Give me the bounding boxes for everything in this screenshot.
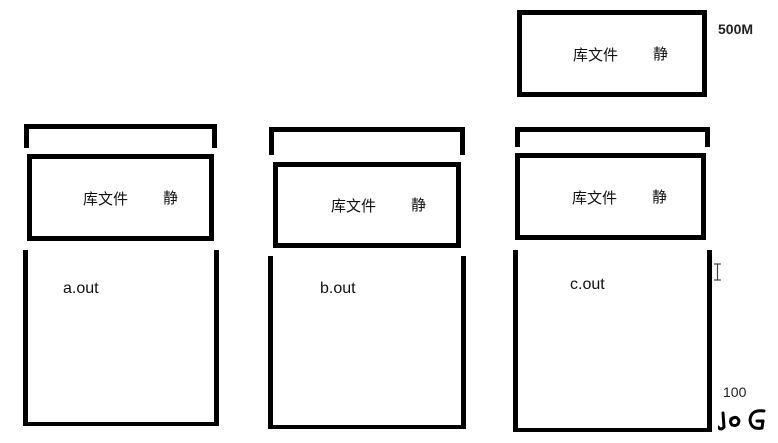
bracket-a-left xyxy=(24,124,29,148)
program-label-a: a.out xyxy=(63,280,99,297)
lib-label-c: 库文件 xyxy=(572,190,618,207)
handwritten-scribble-icon xyxy=(718,409,766,431)
bracket-b-top xyxy=(269,127,465,132)
text-cursor-icon xyxy=(714,263,721,281)
size-label-top: 500M xyxy=(718,21,754,37)
program-label-b: b.out xyxy=(320,280,356,297)
program-box-a: a.out xyxy=(23,250,219,426)
shared-lib-label: 库文件 xyxy=(573,47,619,64)
bracket-c-right xyxy=(705,127,710,147)
lib-box-c: 库文件 静 xyxy=(515,153,706,240)
bracket-a-right xyxy=(212,124,217,148)
bracket-b-right xyxy=(460,127,465,155)
lib-box-a: 库文件 静 xyxy=(27,154,214,241)
lib-box-b: 库文件 静 xyxy=(273,162,461,248)
lib-label-b: 库文件 xyxy=(331,198,377,215)
bracket-a-top xyxy=(24,124,217,129)
lib-mark-a: 静 xyxy=(163,190,179,207)
program-label-c: c.out xyxy=(570,276,605,293)
bracket-c-top xyxy=(515,127,710,132)
bracket-c-left xyxy=(515,127,520,147)
program-box-b: b.out xyxy=(268,256,466,429)
bracket-b-left xyxy=(269,127,274,155)
lib-mark-b: 静 xyxy=(411,197,427,214)
shared-lib-box: 库文件 静 xyxy=(517,10,707,97)
size-label-bottom: 100 xyxy=(723,384,747,400)
program-box-c: c.out xyxy=(513,250,712,432)
lib-label-a: 库文件 xyxy=(83,191,129,208)
lib-mark-c: 静 xyxy=(652,189,668,206)
shared-lib-mark: 静 xyxy=(653,46,669,63)
